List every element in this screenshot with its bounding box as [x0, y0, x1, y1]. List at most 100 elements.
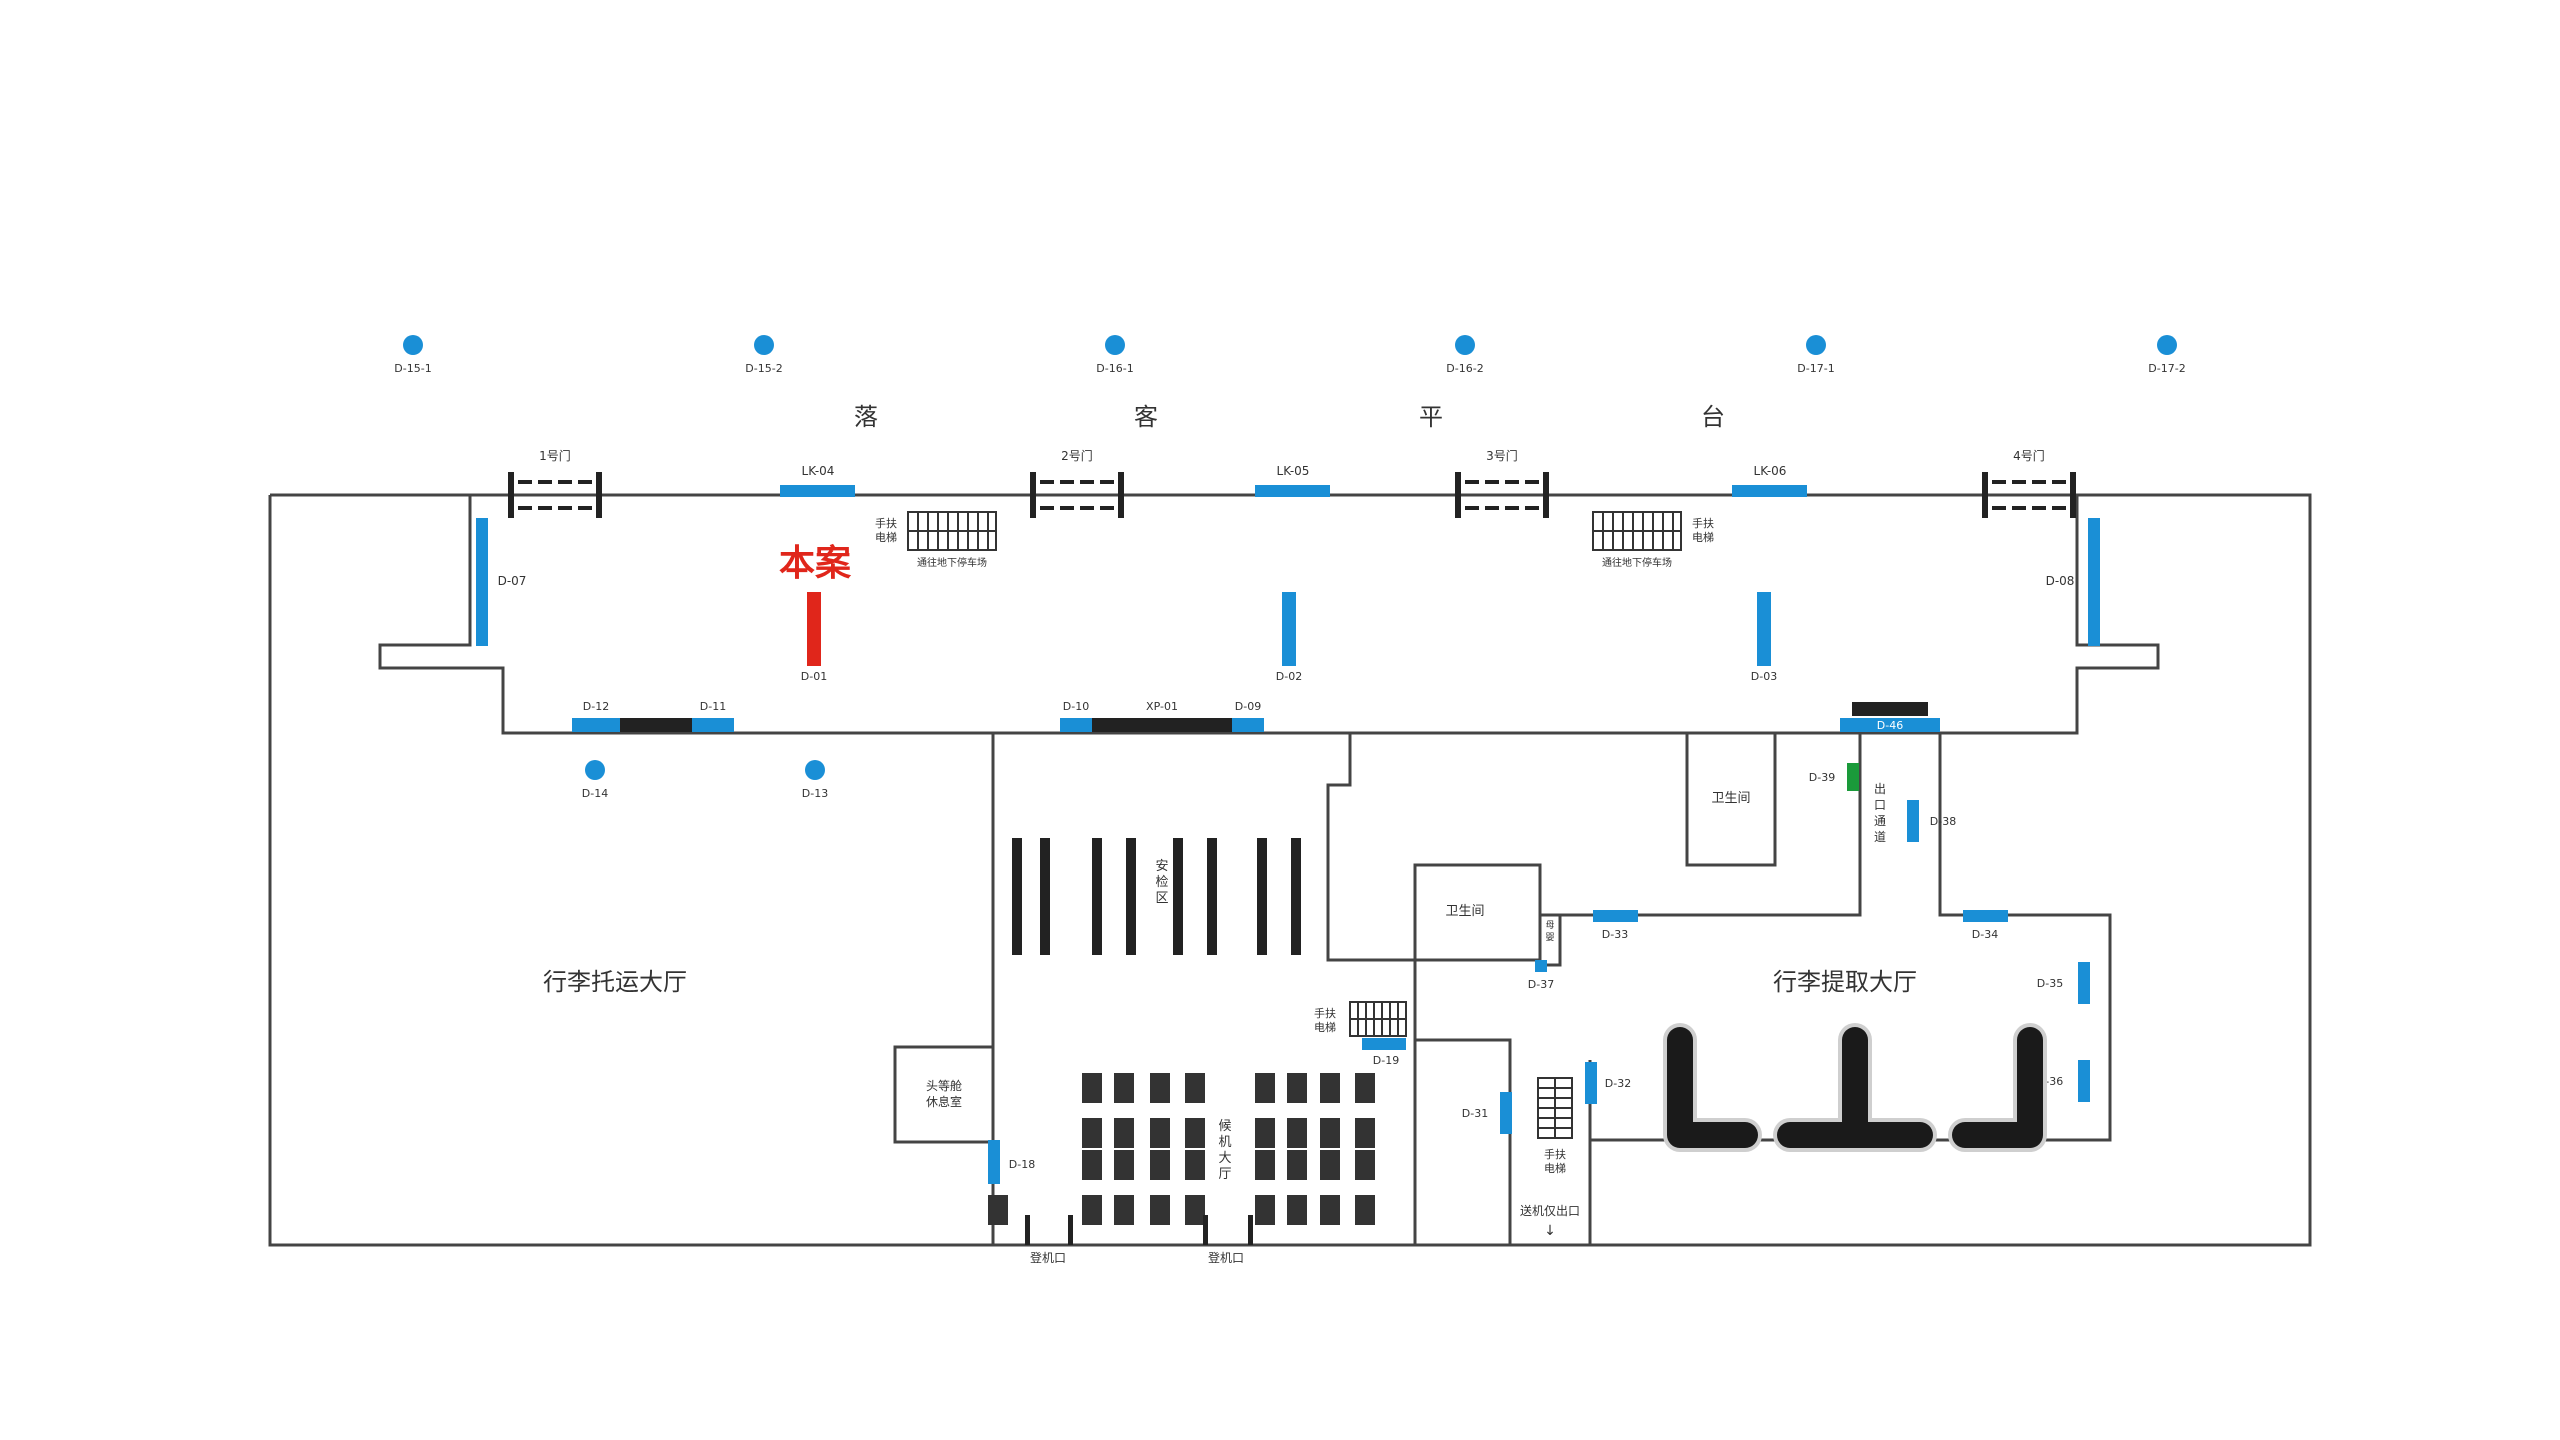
ad-spot-d-18 — [988, 1140, 1000, 1184]
svg-text:D-31: D-31 — [1462, 1107, 1488, 1120]
pole-label: D-15-2 — [745, 362, 782, 375]
svg-text:机: 机 — [1218, 1135, 1231, 1150]
baggage-carousels — [1663, 1023, 2047, 1152]
small-room-label: 母 — [1545, 920, 1554, 931]
platform-char: 客 — [1134, 403, 1158, 431]
ad-spot-d-11 — [692, 718, 734, 732]
gate-label: 登机口 — [1030, 1250, 1066, 1265]
ad-spot-d-12 — [572, 718, 620, 732]
ad-spot-d-03 — [1757, 592, 1771, 666]
baggage-hall-label: 行李提取大厅 — [1773, 968, 1917, 996]
ad-label: LK-05 — [1277, 464, 1310, 478]
boarding-seats — [988, 1073, 1375, 1225]
ad-label: D-12 — [583, 700, 609, 713]
ad-spot-d-36 — [2078, 1060, 2090, 1102]
svg-text:↓: ↓ — [1544, 1223, 1556, 1239]
svg-text:电梯: 电梯 — [1544, 1162, 1566, 1175]
ad-label: D-08 — [2046, 574, 2075, 588]
ad-spot-d-10 — [1060, 718, 1092, 732]
toilets: 卫生间 卫生间 母 婴 — [1445, 791, 1750, 943]
outer-wall — [268, 493, 2312, 1247]
pole-marker — [403, 335, 423, 355]
ad-label: D-18 — [1009, 1158, 1035, 1171]
svg-text:口: 口 — [1874, 798, 1886, 812]
ad-spot-lk-05 — [1255, 485, 1330, 497]
ad-label: D-11 — [700, 700, 726, 713]
svg-text:D-37: D-37 — [1528, 978, 1554, 991]
gate-label: 登机口 — [1208, 1250, 1244, 1265]
wall-bar — [1852, 702, 1928, 716]
svg-text:手扶: 手扶 — [1314, 1006, 1336, 1020]
ad-label: D-09 — [1235, 700, 1261, 713]
door-1: 1号门 — [508, 448, 602, 518]
carousel-1 — [1667, 1027, 1758, 1148]
toilet-room-center — [1413, 863, 1542, 962]
escalator-label: 电梯 — [1692, 531, 1714, 544]
door-label: 4号门 — [2013, 448, 2045, 463]
svg-text:出: 出 — [1874, 782, 1886, 796]
escalator-label: 手扶 — [875, 516, 897, 530]
ad-spot-lk-04 — [780, 485, 855, 497]
pole-marker — [2157, 335, 2177, 355]
ad-label: D-19 — [1373, 1054, 1399, 1067]
platform-title: 落 客 平 台 — [854, 403, 1725, 431]
svg-text:D-33: D-33 — [1602, 928, 1628, 941]
ad-spot-d-09 — [1232, 718, 1264, 732]
security-label: 区 — [1155, 891, 1168, 906]
parking-label: 通往地下停车场 — [1602, 556, 1672, 569]
boarding-gates: 登机口 登机口 — [1025, 1215, 1253, 1265]
ad-spot-d-19 — [1362, 1038, 1406, 1050]
door-4: 4号门 — [1982, 448, 2076, 518]
ad-label: D-10 — [1063, 700, 1089, 713]
building-walls — [268, 493, 2312, 1247]
door-3: 3号门 — [1455, 448, 1549, 518]
baggage-north-wall-left — [1560, 733, 1862, 917]
small-room — [1538, 913, 1562, 967]
poles: D-15-1 D-15-2 D-16-1 D-16-2 D-17-1 D-17-… — [394, 335, 2186, 800]
pickup-exit-label: 送机仅出口 — [1520, 1203, 1580, 1218]
small-room-label: 婴 — [1545, 932, 1554, 943]
parking-label: 通往地下停车场 — [917, 556, 987, 569]
current-case-label: 本案 — [779, 543, 852, 584]
svg-text:D-35: D-35 — [2037, 977, 2063, 990]
ad-d-37: D-37 — [1528, 960, 1554, 991]
door-label: 3号门 — [1486, 448, 1518, 463]
carousel-2 — [1777, 1027, 1933, 1148]
toilet-room-right — [1685, 731, 1777, 867]
security-east-wall — [1326, 733, 1415, 962]
svg-text:大: 大 — [1218, 1151, 1231, 1166]
svg-text:道: 道 — [1874, 830, 1886, 844]
svg-text:通: 通 — [1874, 814, 1886, 828]
svg-text:D-32: D-32 — [1605, 1077, 1631, 1090]
svg-text:电梯: 电梯 — [1314, 1021, 1336, 1034]
boarding-hall-label: 候 机 大 厅 — [1218, 1119, 1231, 1182]
platform-char: 平 — [1419, 403, 1443, 431]
ad-spot-d-31 — [1500, 1092, 1512, 1134]
checkin-hall-label: 行李托运大厅 — [543, 968, 687, 996]
pole-marker — [585, 760, 605, 780]
hall-labels: 行李托运大厅 行李提取大厅 — [543, 968, 1917, 996]
svg-text:手扶: 手扶 — [1544, 1147, 1566, 1161]
ad-label: LK-04 — [802, 464, 835, 478]
wall-bar — [620, 718, 692, 732]
svg-text:候: 候 — [1218, 1119, 1231, 1134]
column-ad-spots: D-02 D-03 — [1276, 592, 1777, 683]
lk-ad-spots: LK-04 LK-05 LK-06 — [780, 464, 1807, 497]
seat — [988, 1195, 1008, 1225]
security-label: 安 — [1155, 859, 1168, 874]
ad-label: D-46 — [1877, 719, 1903, 732]
doors: 1号门 2号门 3号门 4号门 — [508, 448, 2076, 518]
office-room — [1413, 1038, 1512, 1247]
door-label: 1号门 — [539, 448, 571, 463]
side-ad-spots: D-07 D-08 — [476, 518, 2100, 646]
pole-label: D-13 — [802, 787, 828, 800]
baggage-east-wall — [1590, 733, 2112, 1142]
ad-spot-d-07 — [476, 518, 488, 646]
current-case: 本案 D-01 — [779, 543, 852, 683]
ad-spot-d-34 — [1963, 910, 2008, 922]
ad-spot-d-46 — [1840, 718, 1940, 732]
pole-label: D-17-2 — [2148, 362, 2185, 375]
ad-spot-lk-06 — [1732, 485, 1807, 497]
concourse-wall — [378, 495, 2160, 735]
